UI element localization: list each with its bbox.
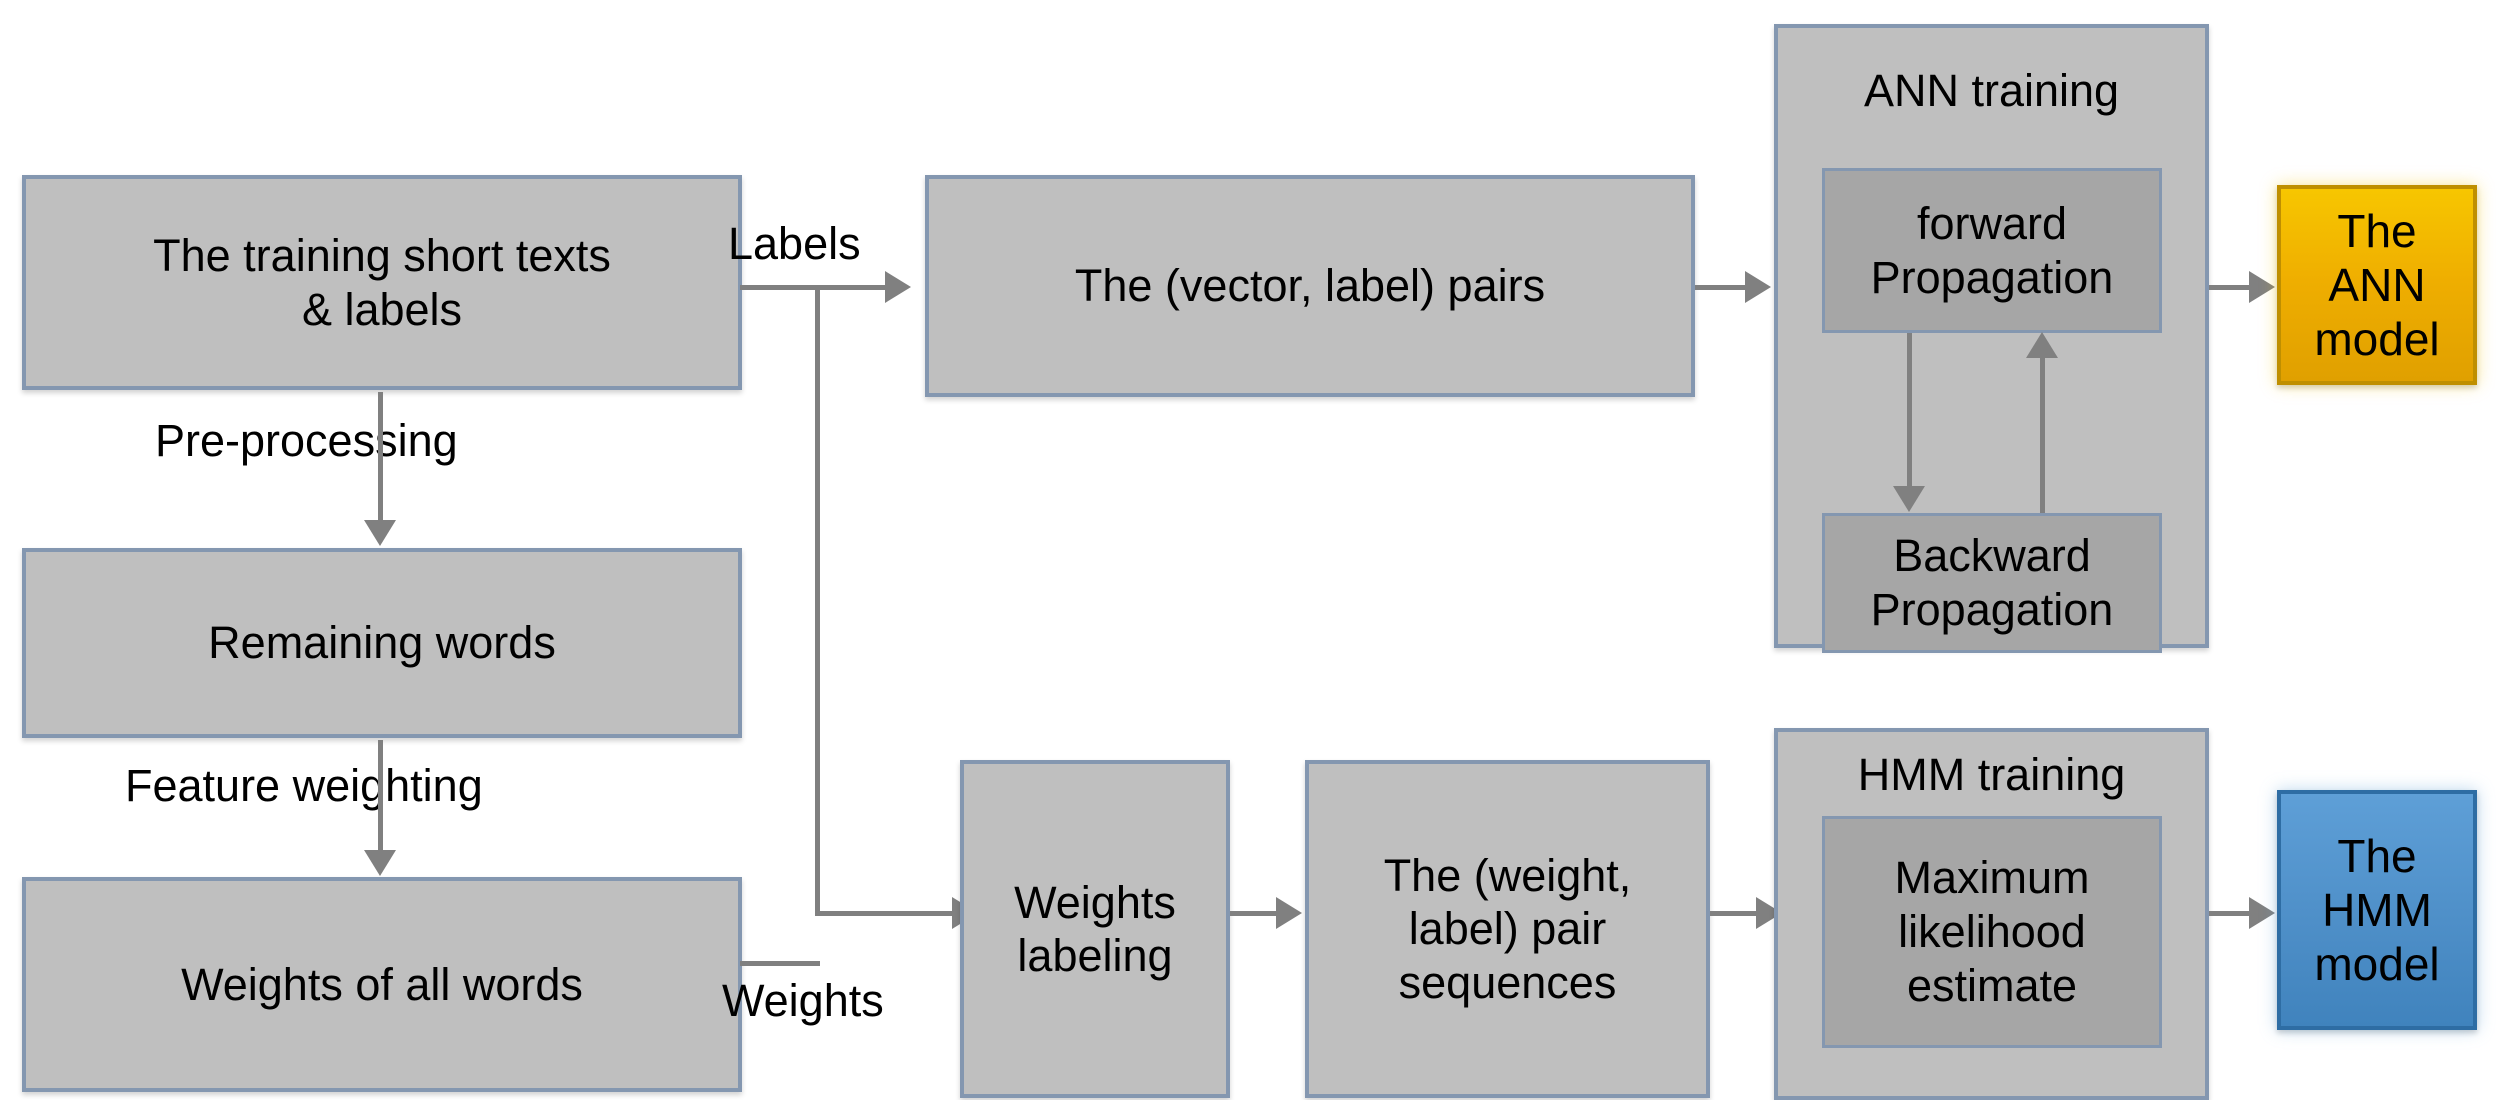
connector-labels-horizontal [740, 285, 885, 290]
node-ann-model[interactable]: The ANN model [2277, 185, 2477, 385]
node-backward-propagation-label: Backward Propagation [1870, 530, 2114, 635]
edge-label-pre-processing: Pre-processing [155, 415, 458, 466]
node-hmm-model[interactable]: The HMM model [2277, 790, 2477, 1030]
node-weights-of-all-words-label: Weights of all words [181, 958, 583, 1010]
node-training-short-texts-label: The training short texts & labels [153, 230, 611, 335]
node-ann-training-title: ANN training [1863, 65, 2120, 116]
connector-hmm-to-model-arrowhead [2249, 897, 2275, 929]
node-maximum-likelihood-estimate[interactable]: Maximum likelihood estimate [1822, 816, 2162, 1048]
node-maximum-likelihood-estimate-label: Maximum likelihood estimate [1894, 852, 2090, 1011]
node-weights-labeling[interactable]: Weights labeling [960, 760, 1230, 1098]
edge-label-feature-weighting: Feature weighting [125, 760, 483, 811]
connector-weights-from-box [740, 961, 820, 966]
connector-featureweighting-line [378, 740, 383, 852]
node-weight-label-sequences[interactable]: The (weight, label) pair sequences [1305, 760, 1710, 1098]
connector-featureweighting-arrowhead [364, 850, 396, 876]
connector-labeling-to-sequences-arrowhead [1276, 897, 1302, 929]
node-weight-label-sequences-label: The (weight, label) pair sequences [1383, 850, 1632, 1008]
node-weights-of-all-words[interactable]: Weights of all words [22, 877, 742, 1092]
connector-labels-arrowhead [885, 271, 911, 303]
connector-sequences-to-hmm [1710, 911, 1758, 916]
connector-forward-to-backward-line [1907, 333, 1912, 488]
connector-backward-to-forward-arrowhead [2026, 332, 2058, 358]
node-hmm-training-title: HMM training [1857, 749, 2126, 800]
node-ann-model-label: The ANN model [2314, 204, 2440, 366]
node-ann-training-container[interactable]: ANN training forward Propagation Backwar… [1774, 24, 2209, 653]
node-remaining-words[interactable]: Remaining words [22, 548, 742, 738]
edge-label-labels: Labels [728, 218, 861, 269]
node-vector-label-pairs-label: The (vector, label) pairs [1074, 260, 1546, 312]
node-remaining-words-label: Remaining words [208, 617, 556, 669]
node-hmm-model-label: The HMM model [2314, 829, 2440, 991]
node-weights-labeling-label: Weights labeling [1014, 876, 1176, 981]
node-backward-propagation-box[interactable]: Backward Propagation [1822, 513, 2162, 653]
node-forward-propagation-label: forward Propagation [1870, 197, 2114, 303]
node-forward-propagation[interactable]: forward Propagation [1822, 168, 2162, 333]
connector-backward-to-forward-line [2040, 358, 2045, 513]
connector-ann-to-model-arrowhead [2249, 271, 2275, 303]
connector-preprocessing-line [378, 392, 383, 522]
connector-weights-to-labeling [815, 911, 955, 916]
connector-labeling-to-sequences [1230, 911, 1278, 916]
connector-ann-to-model [2209, 285, 2251, 290]
connector-pairs-to-ann-arrowhead [1745, 271, 1771, 303]
connector-hmm-to-model [2209, 911, 2251, 916]
connector-labels-trunk-vertical [815, 285, 820, 913]
edge-label-weights: Weights [722, 975, 884, 1026]
node-hmm-training-container[interactable]: HMM training Maximum likelihood estimate [1774, 728, 2209, 1100]
connector-forward-to-backward-arrowhead [1893, 486, 1925, 512]
connector-pairs-to-ann [1695, 285, 1747, 290]
connector-preprocessing-arrowhead [364, 520, 396, 546]
node-training-short-texts[interactable]: The training short texts & labels [22, 175, 742, 390]
node-vector-label-pairs[interactable]: The (vector, label) pairs [925, 175, 1695, 397]
